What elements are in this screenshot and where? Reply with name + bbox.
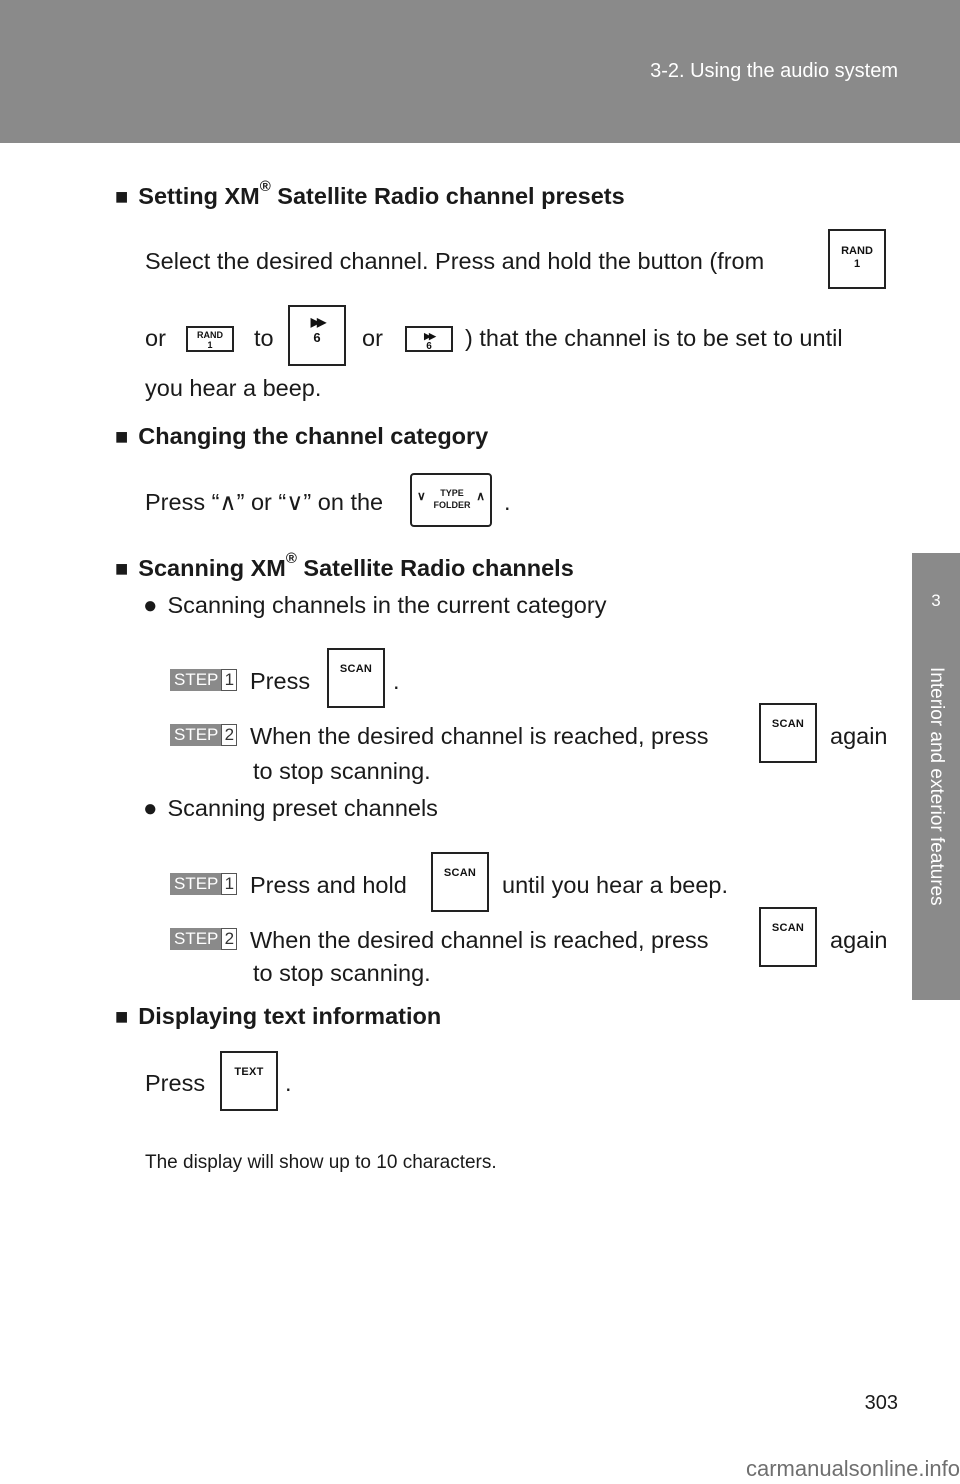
chapter-title-tab: Interior and exterior features [912,655,960,1000]
sub1-step2-text: When the desired channel is reached, pre… [250,723,709,749]
square-bullet-icon: ■ [115,1004,129,1029]
note-text: The display will show up to 10 character… [145,1152,497,1173]
sub1-step1-end: . [393,668,400,694]
sub2-step2-again: again [830,927,888,953]
heading-category: ■Changing the channel category [115,423,489,449]
presets-to: to [254,325,274,351]
square-bullet-icon: ■ [115,424,129,449]
sub1-step1-text: Press [250,668,311,694]
scanning-sub2: ●Scanning preset channels [143,795,438,822]
text-info-press: Press [145,1070,206,1096]
chapter-title: Interior and exterior features [926,667,947,906]
presets-or-2: or [362,325,383,351]
sub2-step2-text: When the desired channel is reached, pre… [250,927,709,953]
heading-scanning: ■Scanning XM® Satellite Radio channels [115,550,574,581]
heading-text-info: ■Displaying text information [115,1003,442,1029]
scan-button-icon: SCAN [327,648,385,708]
fast-forward-6-button-icon: ▶▶6 [288,305,346,366]
category-period: . [504,489,511,515]
circle-bullet-icon: ● [143,795,158,822]
presets-line2-tail: ) that the channel is to be set to until [465,325,843,351]
scan-button-icon: SCAN [759,703,817,763]
square-bullet-icon: ■ [115,555,129,581]
presets-line1: Select the desired channel. Press and ho… [145,248,765,274]
sub1-step2-again: again [830,723,888,749]
sub2-step1-end: until you hear a beep. [502,872,729,898]
fast-forward-6-small-button-icon: ▶▶6 [405,326,453,352]
scanning-sub1: ●Scanning channels in the current catego… [143,592,607,619]
chapter-number-tab: 3 [912,553,960,655]
circle-bullet-icon: ● [143,592,158,619]
chevron-up-icon: ∧ [476,489,485,503]
category-press-text: Press “∧” or “∨” on the [145,489,384,515]
sub2-step1-text: Press and hold [250,872,407,898]
page-header: 3-2. Using the audio system [0,0,960,143]
presets-or-1: or [145,325,166,351]
sub1-step2-cont: to stop scanning. [253,758,431,784]
scan-button-icon: SCAN [431,852,489,912]
presets-line3: you hear a beep. [145,375,322,401]
section-title: 3-2. Using the audio system [650,60,898,82]
watermark: carmanualsonline.info [745,1456,960,1481]
heading-presets: ■Setting XM® Satellite Radio channel pre… [115,178,625,209]
page-number: 303 [864,1392,898,1414]
scan-button-icon: SCAN [759,907,817,967]
sub2-step2-cont: to stop scanning. [253,960,431,986]
text-button-icon: TEXT [220,1051,278,1111]
chevron-down-icon: ∨ [417,489,426,503]
text-info-period: . [285,1070,292,1096]
square-bullet-icon: ■ [115,183,129,209]
